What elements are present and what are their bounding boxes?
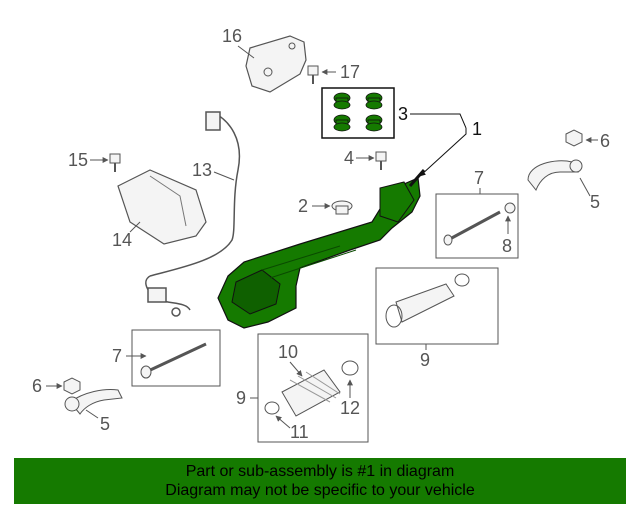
part-5-tie-rod-end-lower[interactable]: [64, 389, 123, 415]
part-17-bolt[interactable]: [307, 65, 319, 84]
callout-4: 4: [344, 148, 354, 168]
banner-line-1: Part or sub-assembly is #1 in diagram: [185, 463, 455, 480]
callout-17: 17: [340, 62, 360, 82]
callout-3: 3: [398, 104, 408, 124]
callout-9-right: 9: [420, 350, 430, 370]
callout-12: 12: [340, 398, 360, 418]
callout-5-lower: 5: [100, 414, 110, 434]
kit-box-center-bottom[interactable]: [257, 333, 369, 443]
kit-box-right-upper[interactable]: [435, 193, 519, 259]
part-3-kit[interactable]: [321, 87, 395, 139]
part-6-nut-upper[interactable]: [565, 129, 583, 147]
kit-box-left[interactable]: [131, 329, 221, 387]
part-13-harness[interactable]: [145, 111, 241, 317]
callout-7-upper: 7: [474, 168, 484, 188]
callout-16: 16: [222, 26, 242, 46]
callout-13: 13: [192, 160, 212, 180]
callout-7-lower: 7: [112, 346, 122, 366]
kit-box-right-lower[interactable]: [375, 267, 499, 345]
parts-diagram: 16 17 3 1 4 15 14: [32, 26, 610, 443]
part-4-bolt[interactable]: [375, 151, 387, 170]
part-5-tie-rod-end-upper[interactable]: [527, 159, 583, 191]
callout-2: 2: [298, 196, 308, 216]
callout-6-upper: 6: [600, 131, 610, 151]
banner-line-2: Diagram may not be specific to your vehi…: [165, 482, 475, 499]
callout-1: 1: [472, 119, 482, 139]
info-banner: Part or sub-assembly is #1 in diagram Di…: [14, 458, 626, 504]
part-16-shield[interactable]: [245, 35, 307, 93]
part-2-grommet[interactable]: [331, 200, 353, 215]
part-15-bolt[interactable]: [109, 153, 121, 172]
part-1-steering-gear[interactable]: [217, 169, 426, 329]
part-6-nut-lower[interactable]: [63, 377, 81, 395]
callout-6-lower: 6: [32, 376, 42, 396]
callout-14: 14: [112, 230, 132, 250]
callout-15: 15: [68, 150, 88, 170]
callout-10: 10: [278, 342, 298, 362]
callout-9-center: 9: [236, 388, 246, 408]
callout-5-upper: 5: [590, 192, 600, 212]
callout-8: 8: [502, 236, 512, 256]
callout-11: 11: [290, 422, 309, 442]
